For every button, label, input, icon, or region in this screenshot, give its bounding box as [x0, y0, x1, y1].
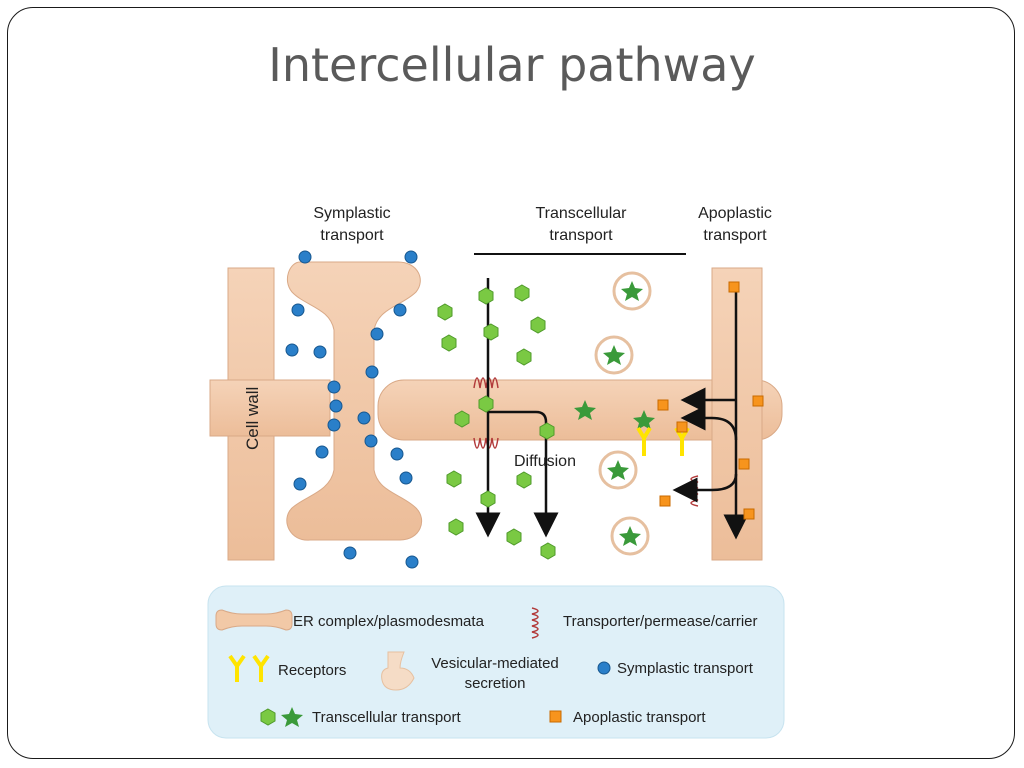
er-complex-icon: [215, 609, 293, 631]
legend-transporter: Transporter/permease/carrier: [563, 613, 758, 630]
diffusion-label: Diffusion: [514, 453, 576, 470]
legend-background: [207, 585, 785, 739]
vesicle-icon: [381, 651, 415, 691]
apoplastic-header-line2: transport: [703, 227, 767, 244]
transcellular-header-line2: transport: [549, 227, 613, 244]
blue-dot-icon: [597, 661, 611, 675]
transcellular-hexagons: [437, 284, 556, 560]
legend-vesicular-line1: Vesicular-mediated: [431, 655, 559, 672]
apoplastic-arrow-left-2: [680, 405, 738, 441]
green-hexagon-icon: [260, 708, 276, 726]
symplastic-header-line2: transport: [320, 227, 384, 244]
transcellular-header-line1: Transcellular: [536, 205, 628, 222]
left-cell-wall-horizontal: [209, 379, 331, 437]
apoplastic-squares: [657, 281, 764, 520]
legend: ER complex/plasmodesmata Transporter/per…: [207, 585, 785, 739]
legend-transcellular: Transcellular transport: [312, 709, 461, 726]
transporter-icon: [531, 607, 539, 639]
legend-receptors: Receptors: [278, 662, 346, 679]
legend-er-complex: ER complex/plasmodesmata: [293, 613, 485, 630]
vesicle-stars: [574, 281, 655, 546]
orange-square-icon: [549, 710, 562, 723]
legend-symplastic: Symplastic transport: [617, 660, 754, 677]
er-complex-plasmodesmata: [286, 261, 422, 541]
symplastic-dots: [285, 250, 419, 569]
receptor: [636, 426, 652, 456]
diffusion-arrow: [488, 410, 559, 538]
transporter-coil: [473, 437, 499, 449]
slide-title: Intercellular pathway: [268, 38, 756, 92]
apoplastic-arrow-left-3: [672, 473, 738, 503]
apoplastic-header-line1: Apoplastic: [698, 205, 772, 222]
green-star-icon: [281, 707, 303, 727]
symplastic-header-line1: Symplastic: [313, 205, 390, 222]
transporter-coil: [473, 377, 499, 389]
legend-vesicular-line2: secretion: [465, 675, 526, 692]
legend-apoplastic: Apoplastic transport: [573, 709, 706, 726]
cell-wall-label: Cell wall: [243, 387, 262, 450]
receptor-icon: [228, 654, 270, 682]
